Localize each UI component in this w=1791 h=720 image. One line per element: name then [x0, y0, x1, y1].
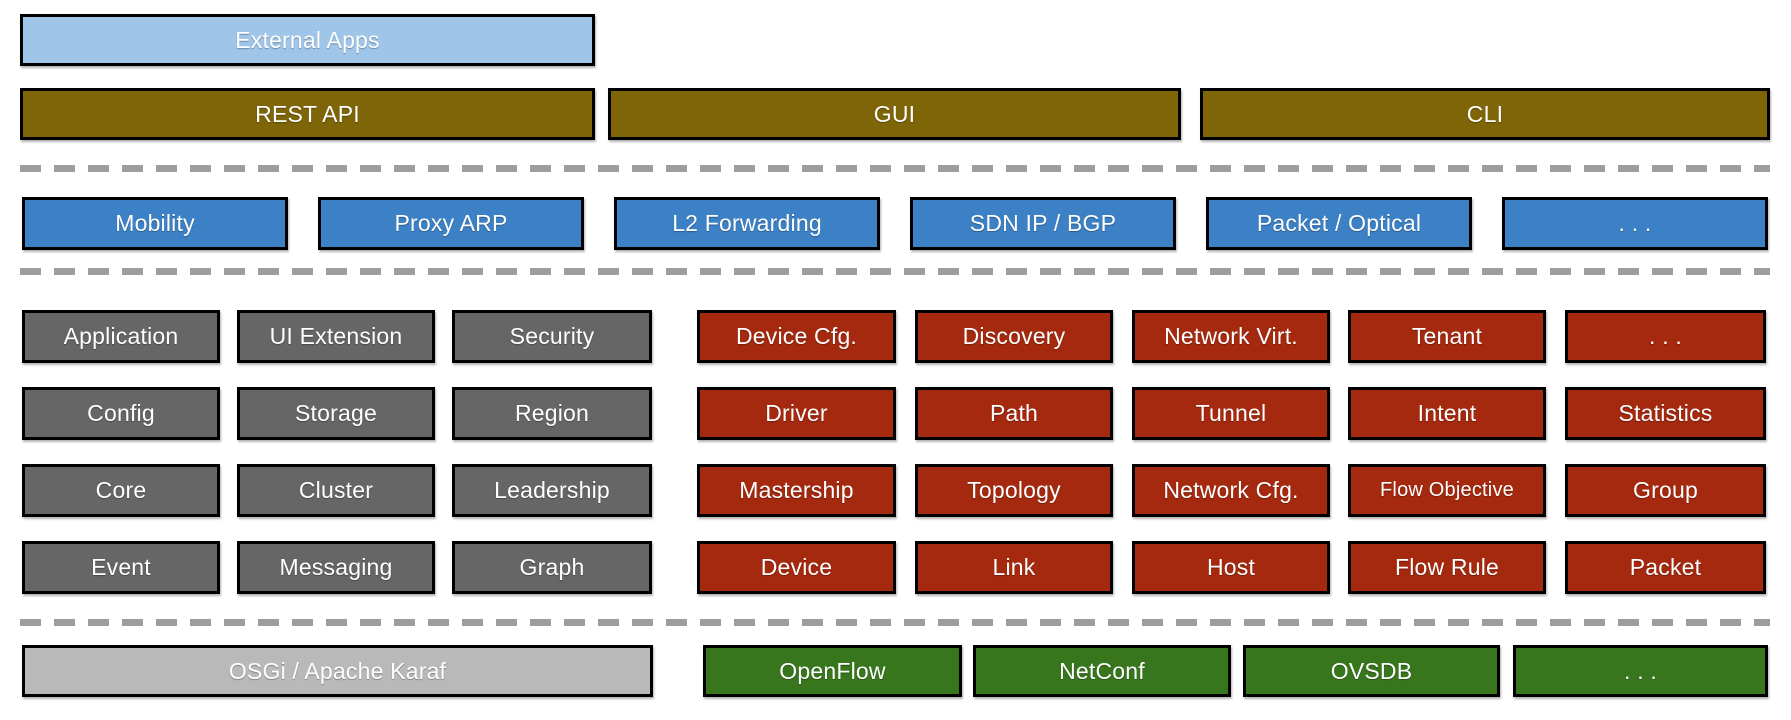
box-proxy-arp: Proxy ARP: [318, 197, 584, 250]
box-application: Application: [22, 310, 220, 363]
box-storage: Storage: [237, 387, 435, 440]
box-flow-objective: Flow Objective: [1348, 464, 1546, 517]
box-link: Link: [915, 541, 1113, 594]
box-event: Event: [22, 541, 220, 594]
box-openflow: OpenFlow: [703, 645, 962, 697]
box-ovsdb: OVSDB: [1243, 645, 1500, 697]
box-device-cfg: Device Cfg.: [697, 310, 896, 363]
dashed-separator-top: [20, 165, 1770, 172]
box-rest-api: REST API: [20, 88, 595, 140]
box-region: Region: [452, 387, 652, 440]
dashed-separator-middle: [20, 268, 1770, 275]
box-security: Security: [452, 310, 652, 363]
box-packet: Packet: [1565, 541, 1766, 594]
box-tenant: Tenant: [1348, 310, 1546, 363]
box-messaging: Messaging: [237, 541, 435, 594]
box-protocols-more: . . .: [1513, 645, 1768, 697]
box-network-cfg: Network Cfg.: [1132, 464, 1330, 517]
box-device: Device: [697, 541, 896, 594]
box-sdn-ip-bgp: SDN IP / BGP: [910, 197, 1176, 250]
box-statistics: Statistics: [1565, 387, 1766, 440]
box-osgi-apache-karaf: OSGi / Apache Karaf: [22, 645, 653, 697]
box-leadership: Leadership: [452, 464, 652, 517]
box-path: Path: [915, 387, 1113, 440]
box-cli: CLI: [1200, 88, 1770, 140]
box-network-virt: Network Virt.: [1132, 310, 1330, 363]
box-host: Host: [1132, 541, 1330, 594]
box-gui: GUI: [608, 88, 1181, 140]
box-packet-optical: Packet / Optical: [1206, 197, 1472, 250]
box-discovery: Discovery: [915, 310, 1113, 363]
box-core: Core: [22, 464, 220, 517]
box-topology: Topology: [915, 464, 1113, 517]
box-mastership: Mastership: [697, 464, 896, 517]
box-flow-rule: Flow Rule: [1348, 541, 1546, 594]
box-l2-forwarding: L2 Forwarding: [614, 197, 880, 250]
box-tunnel: Tunnel: [1132, 387, 1330, 440]
box-netconf: NetConf: [973, 645, 1231, 697]
box-graph: Graph: [452, 541, 652, 594]
box-apps-more: . . .: [1502, 197, 1768, 250]
box-config: Config: [22, 387, 220, 440]
box-external-apps: External Apps: [20, 14, 595, 66]
dashed-separator-bottom: [20, 619, 1770, 626]
box-mobility: Mobility: [22, 197, 288, 250]
box-ui-extension: UI Extension: [237, 310, 435, 363]
box-subsystems-more: . . .: [1565, 310, 1766, 363]
box-cluster: Cluster: [237, 464, 435, 517]
box-driver: Driver: [697, 387, 896, 440]
box-group: Group: [1565, 464, 1766, 517]
box-intent: Intent: [1348, 387, 1546, 440]
